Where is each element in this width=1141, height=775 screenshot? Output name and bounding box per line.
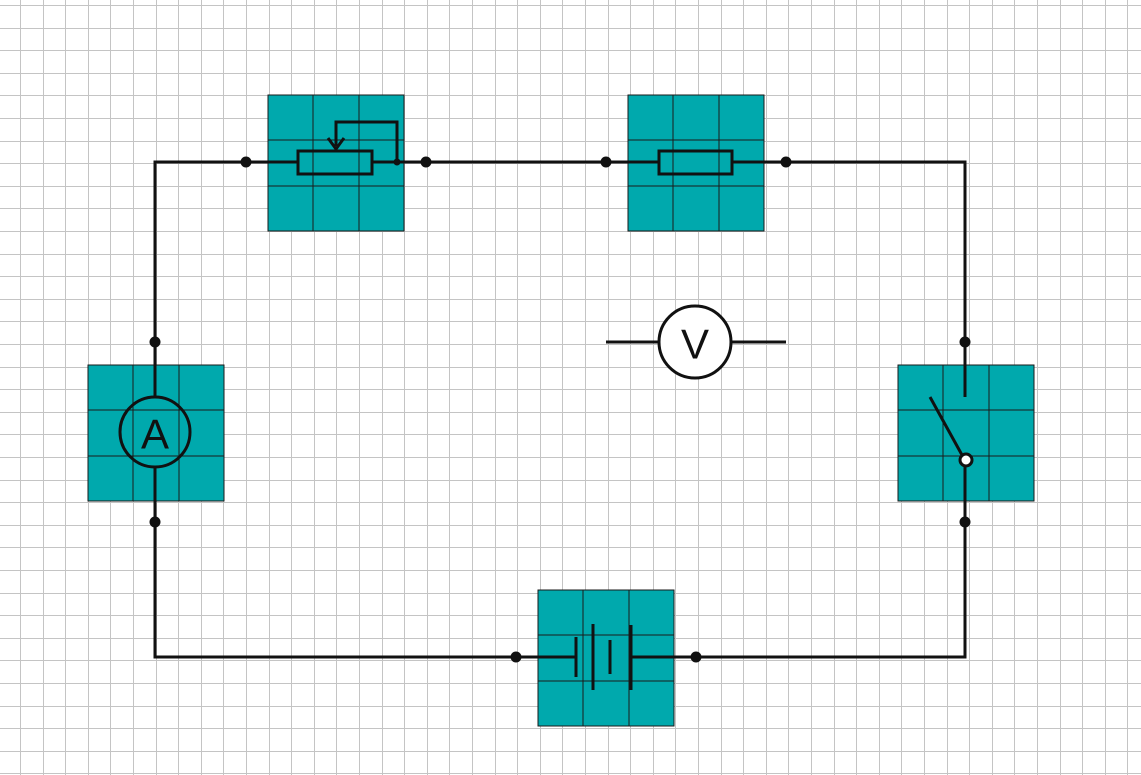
node[interactable] <box>690 651 702 663</box>
battery[interactable] <box>516 589 696 727</box>
wire-left-bottom <box>153 522 516 659</box>
resistor[interactable] <box>606 94 786 232</box>
voltmeter-label: V <box>681 321 709 368</box>
node[interactable] <box>959 336 971 348</box>
node[interactable] <box>240 156 252 168</box>
node[interactable] <box>420 156 432 168</box>
resistor-icon <box>606 149 786 176</box>
wire-left-top <box>153 160 246 342</box>
node[interactable] <box>780 156 792 168</box>
ammeter[interactable]: A <box>87 342 225 522</box>
node[interactable] <box>510 651 522 663</box>
battery-icon <box>516 624 696 690</box>
switch[interactable] <box>897 342 1035 522</box>
connection-nodes <box>149 156 971 663</box>
ammeter-icon: A <box>118 342 192 522</box>
rheostat-icon <box>246 120 426 176</box>
node[interactable] <box>149 516 161 528</box>
switch-open-icon <box>928 342 974 522</box>
wire-right-bottom <box>696 522 967 659</box>
rheostat[interactable] <box>246 94 426 232</box>
node[interactable] <box>600 156 612 168</box>
wire-top-right <box>786 160 967 342</box>
ammeter-label: A <box>141 411 169 458</box>
node[interactable] <box>959 516 971 528</box>
node[interactable] <box>149 336 161 348</box>
voltmeter[interactable]: V <box>606 304 786 380</box>
voltmeter-icon: V <box>606 304 786 380</box>
wires <box>153 160 967 659</box>
